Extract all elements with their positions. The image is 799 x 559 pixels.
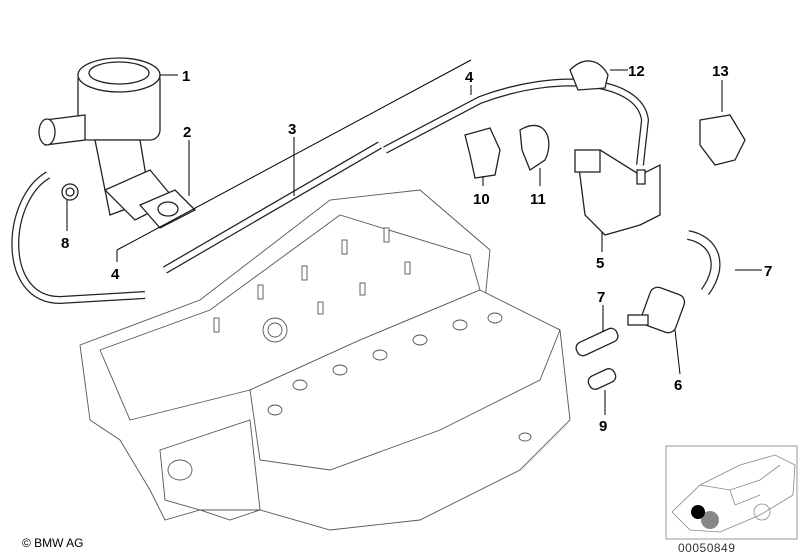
part-1-air-valve (38, 57, 177, 221)
part-11-clip (519, 124, 550, 171)
part-8-grommet (61, 183, 79, 201)
callout-6: 6 (674, 377, 682, 394)
vehicle-location-inset (665, 445, 798, 540)
callout-3: 3 (288, 121, 296, 138)
callout-13: 13 (712, 63, 729, 80)
callout-4-top: 4 (465, 69, 474, 86)
location-marker (691, 505, 705, 519)
callout-12: 12 (628, 63, 645, 80)
leader-lines (66, 59, 762, 415)
callout-4-bottom: 4 (111, 266, 120, 283)
callout-5: 5 (596, 255, 604, 272)
copyright-text: © BMW AG (22, 536, 84, 550)
part-6-filter (627, 286, 686, 334)
callout-9: 9 (599, 418, 607, 435)
engine-illustration (79, 189, 571, 531)
callout-7-left: 7 (597, 289, 605, 306)
part-13-clip (699, 114, 746, 166)
part-10-clip (464, 127, 501, 179)
part-7-hose-piece (575, 327, 619, 357)
part-5-solenoid-valve (574, 149, 661, 236)
part-2-gasket (138, 189, 197, 229)
hose-4-upper (383, 78, 650, 166)
callout-7-right: 7 (764, 263, 772, 280)
callout-1: 1 (182, 68, 190, 85)
callout-2: 2 (183, 124, 191, 141)
part-12-clip (569, 60, 609, 91)
callout-10: 10 (473, 191, 490, 208)
diagram-number: 00050849 (678, 541, 736, 555)
callout-8: 8 (61, 235, 69, 252)
part-9-hose-piece (587, 368, 617, 390)
callout-11: 11 (530, 191, 546, 208)
